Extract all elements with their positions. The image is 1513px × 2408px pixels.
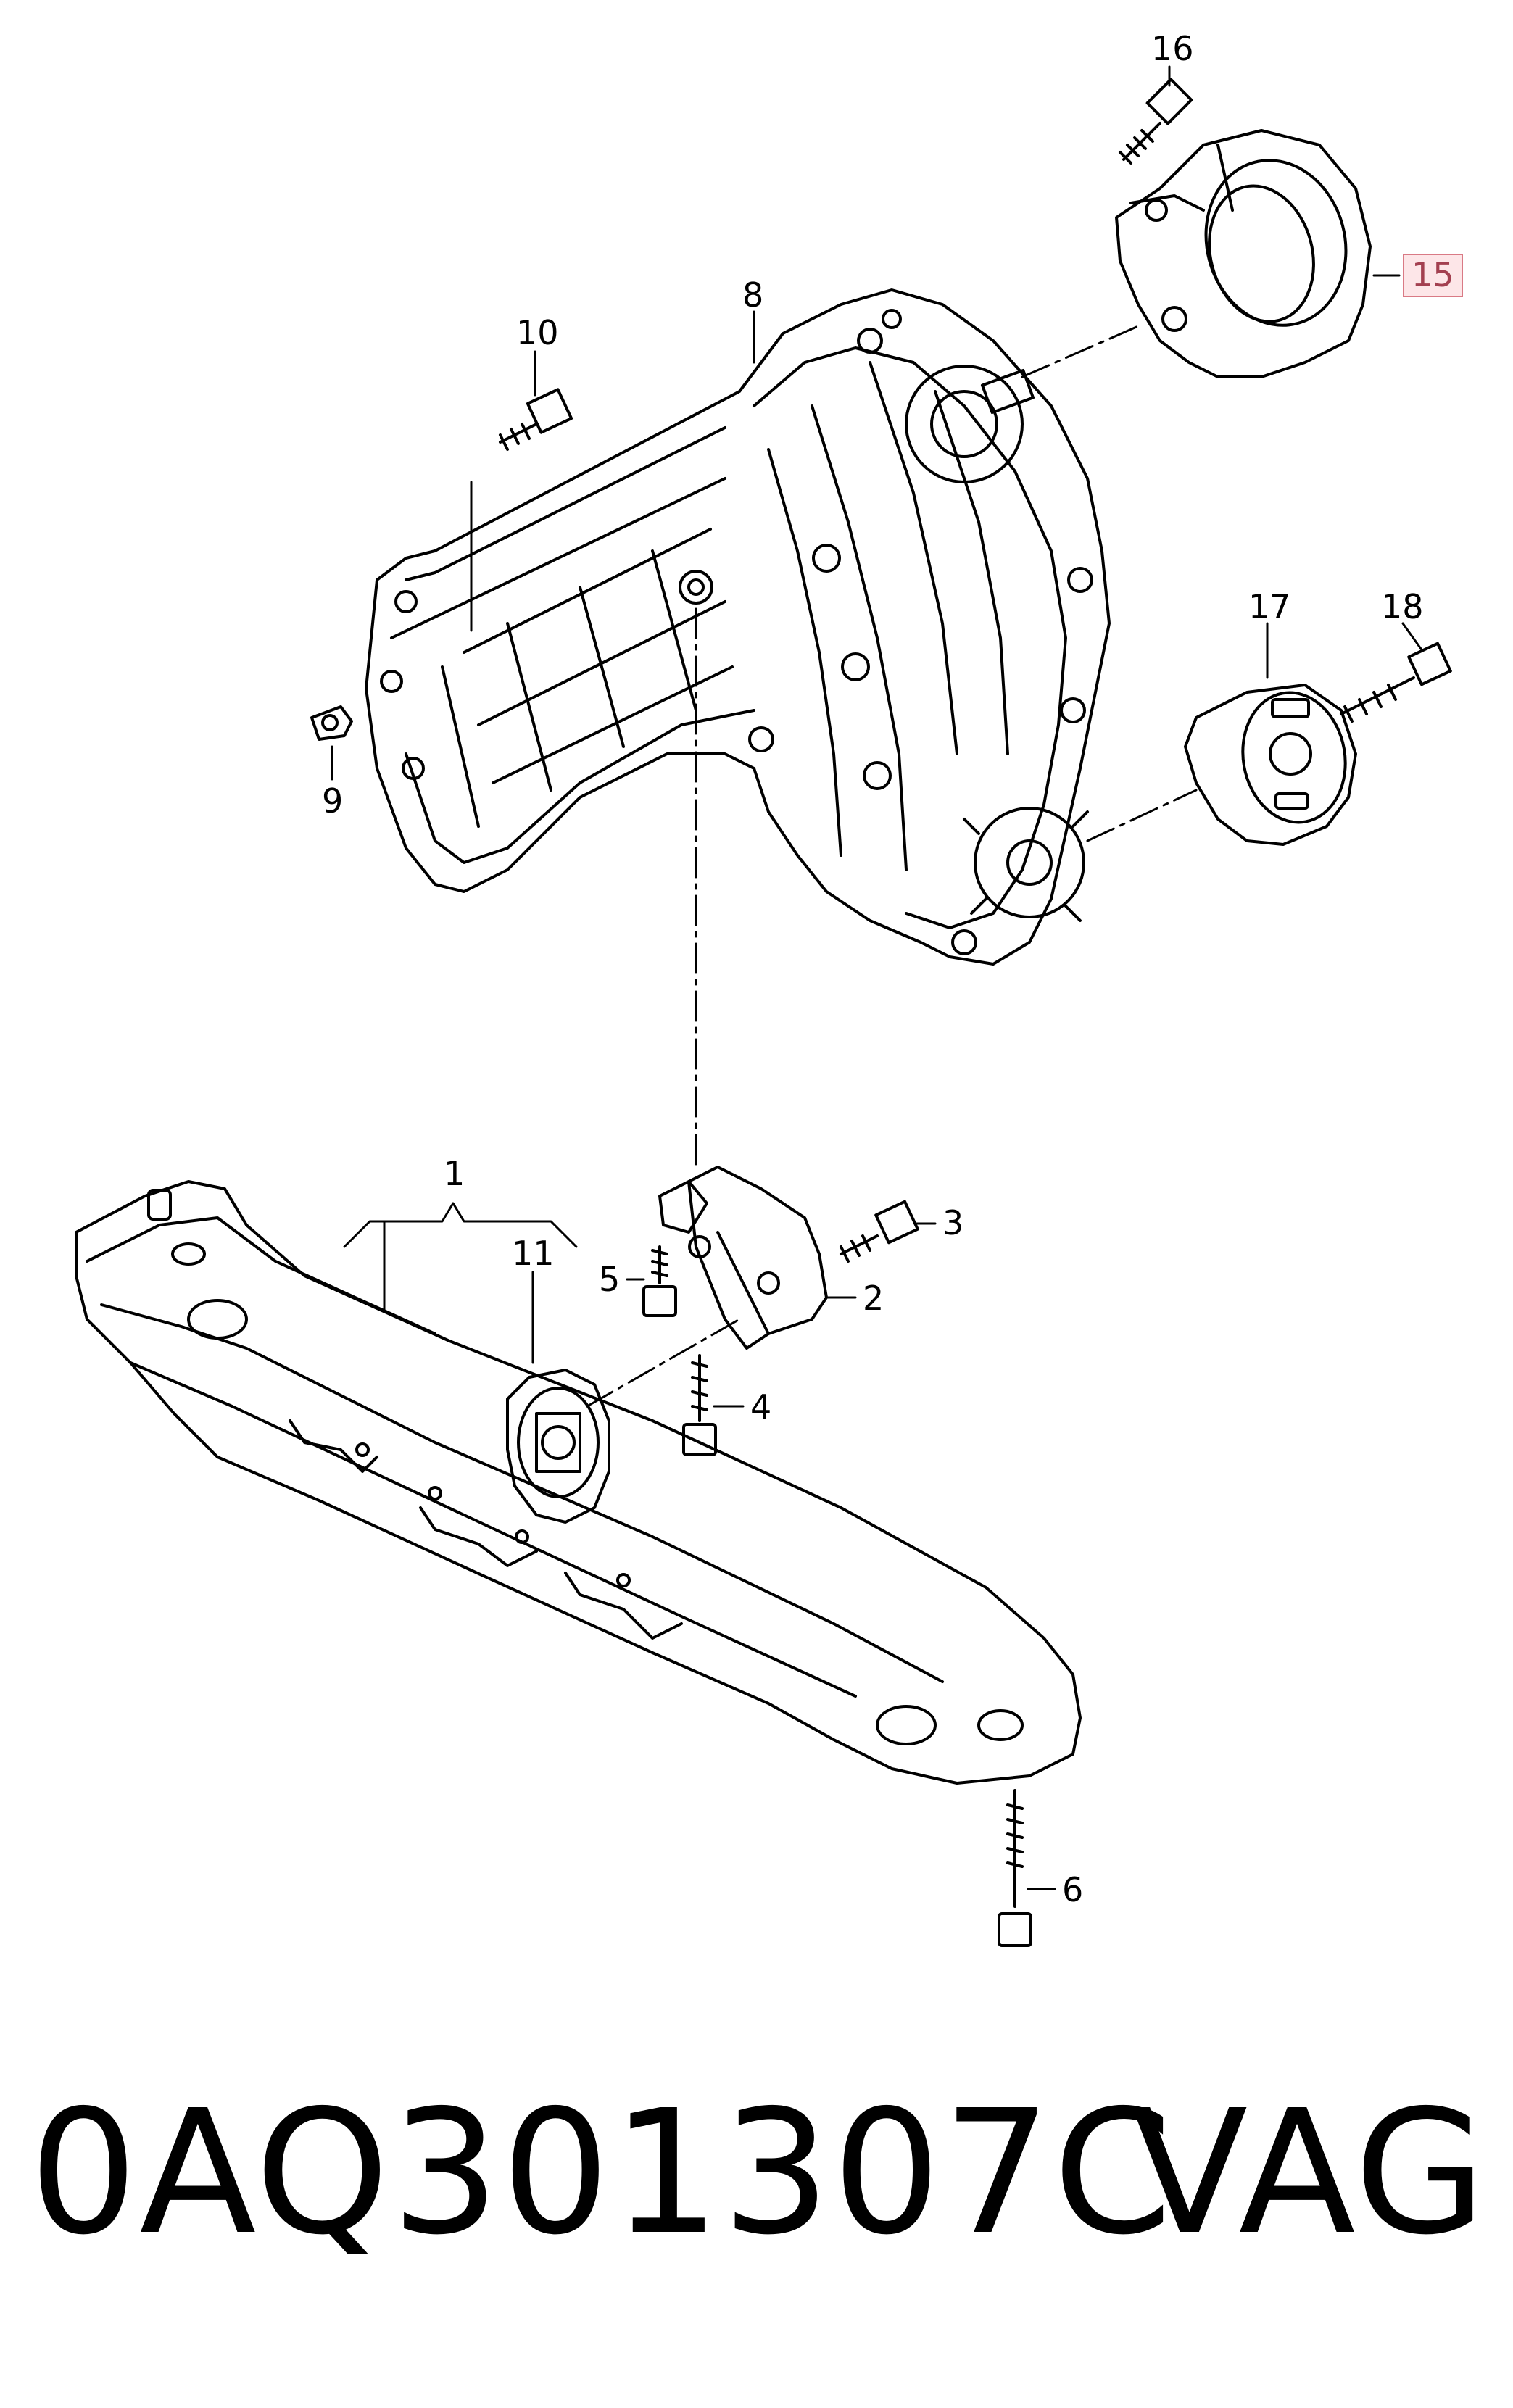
callout-18: 18 (1381, 587, 1424, 626)
transfer-case-housing (365, 288, 1111, 966)
nut-9 (310, 705, 353, 741)
callout-8: 8 (742, 275, 764, 315)
callout-17: 17 (1248, 587, 1291, 626)
mount-bushing (506, 1369, 610, 1524)
leader-lines (331, 65, 1422, 1890)
bolt-4 (682, 1354, 717, 1456)
bolt-3 (840, 1200, 919, 1263)
brand-name: VAG (1131, 2073, 1488, 2272)
part-number: 0AQ301307C (29, 2073, 1174, 2272)
mount-bracket (658, 1166, 828, 1350)
sleeve (1184, 684, 1357, 846)
callout-2: 2 (863, 1279, 884, 1318)
callout-5: 5 (599, 1260, 621, 1299)
cover-cap (1115, 129, 1372, 378)
callout-10: 10 (516, 313, 559, 352)
bolt-18 (1340, 642, 1452, 723)
bolt-6 (998, 1789, 1032, 1947)
alignment-lines (586, 325, 1198, 1408)
bolt-10 (499, 388, 573, 451)
callout-9: 9 (322, 781, 344, 821)
bolt-16 (1119, 78, 1193, 165)
bolt-5 (642, 1245, 677, 1317)
callout-4: 4 (750, 1387, 772, 1427)
callout-15-highlighted[interactable]: 15 (1403, 254, 1463, 297)
callout-6: 6 (1062, 1870, 1084, 1909)
callout-16: 16 (1151, 29, 1194, 68)
callout-3: 3 (942, 1203, 964, 1242)
crossmember (75, 1180, 1082, 1785)
callout-11: 11 (512, 1234, 555, 1273)
callout-1: 1 (444, 1154, 465, 1193)
